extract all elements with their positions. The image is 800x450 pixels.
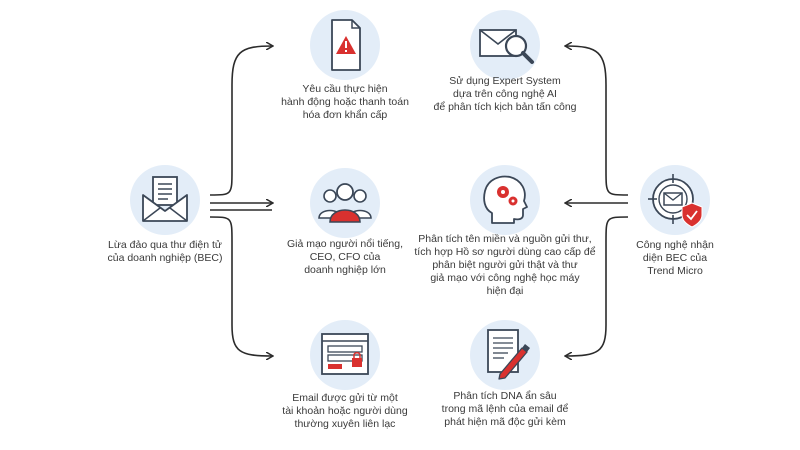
caption-line: diện BEC của (642, 252, 708, 264)
email-document-icon (130, 165, 200, 235)
node-trend-micro: Công nghệ nhận diện BEC của Trend Micro (610, 165, 740, 278)
caption-line: CEO, CFO của (309, 251, 381, 263)
bec-caption: Lừa đảo qua thư điện tử của doanh nghiệp… (90, 239, 240, 265)
caption-line: Công nghệ nhận (636, 239, 714, 251)
caption-line: Phân tích tên miền và nguồn gửi thư, (418, 233, 592, 245)
caption-line: phát hiện mã độc gửi kèm (444, 416, 566, 428)
caption-line: trong mã lệnh của email để (441, 403, 569, 415)
connector-left-top (209, 46, 272, 196)
trend-micro-caption: Công nghệ nhận diện BEC của Trend Micro (610, 239, 740, 278)
node-expert-system: Sử dụng Expert System dựa trên công nghệ… (410, 10, 600, 120)
connector-right-top (566, 46, 629, 196)
caption-line: Giả mạo người nổi tiếng, (286, 238, 404, 250)
people-group-icon (310, 168, 380, 238)
node-dna-analysis: Phân tích DNA ẩn sâu trong mã lệnh của e… (415, 320, 595, 430)
caption-line: Phân tích DNA ẩn sâu (453, 390, 557, 402)
warning-document-icon (310, 10, 380, 80)
target-shield-email-icon (640, 165, 710, 235)
caption-line: phân biệt người gửi thật và thư (432, 259, 578, 271)
connector-right-bottom (566, 216, 629, 356)
caption-line: hiện đại (486, 285, 524, 297)
node-domain-analysis: Phân tích tên miền và nguồn gửi thư, tíc… (400, 165, 610, 305)
caption-line: Sử dụng Expert System (449, 75, 561, 87)
caption-line: giả mạo với công nghệ học máy (430, 272, 580, 284)
caption-line: tích hợp Hồ sơ người dùng cao cấp để (414, 246, 596, 258)
node-trusted-account: Email được gửi từ một tài khoản hoặc ngư… (260, 320, 430, 430)
caption-line: Trend Micro (647, 265, 703, 277)
caption-line: Yêu cầu thực hiện (302, 83, 388, 95)
caption-line: để phân tích kịch bản tấn công (433, 101, 577, 113)
node-bec: Lừa đảo qua thư điện tử của doanh nghiệp… (90, 165, 240, 275)
caption-line: doanh nghiệp lớn (304, 264, 386, 276)
dna-analysis-caption: Phân tích DNA ẩn sâu trong mã lệnh của e… (415, 390, 595, 429)
caption-line: hóa đơn khẩn cấp (302, 109, 388, 121)
caption-line: tài khoản hoặc người dùng (282, 405, 408, 417)
email-magnifier-icon (470, 10, 540, 80)
caption-line: hành động hoặc thanh toán (281, 96, 409, 108)
domain-analysis-caption: Phân tích tên miền và nguồn gửi thư, tíc… (400, 233, 610, 298)
connector-left-bottom (209, 216, 272, 356)
impersonation-caption: Giả mạo người nổi tiếng, CEO, CFO của do… (260, 238, 430, 277)
caption-line: Email được gửi từ một (292, 392, 398, 404)
caption-line: thường xuyên liên lạc (294, 418, 396, 430)
document-pen-icon (470, 320, 540, 390)
head-gears-icon (470, 165, 540, 235)
trusted-account-caption: Email được gửi từ một tài khoản hoặc ngư… (260, 392, 430, 431)
caption-line: của doanh nghiệp (BEC) (107, 252, 223, 264)
node-urgent-request: Yêu cầu thực hiện hành động hoặc thanh t… (260, 10, 430, 122)
caption-line: Lừa đảo qua thư điện tử (108, 239, 222, 251)
node-impersonation: Giả mạo người nổi tiếng, CEO, CFO của do… (260, 168, 430, 278)
caption-line: dựa trên công nghệ AI (453, 88, 557, 100)
urgent-request-caption: Yêu cầu thực hiện hành động hoặc thanh t… (260, 83, 430, 122)
browser-window-icon (310, 320, 380, 390)
expert-system-caption: Sử dụng Expert System dựa trên công nghệ… (410, 75, 600, 114)
